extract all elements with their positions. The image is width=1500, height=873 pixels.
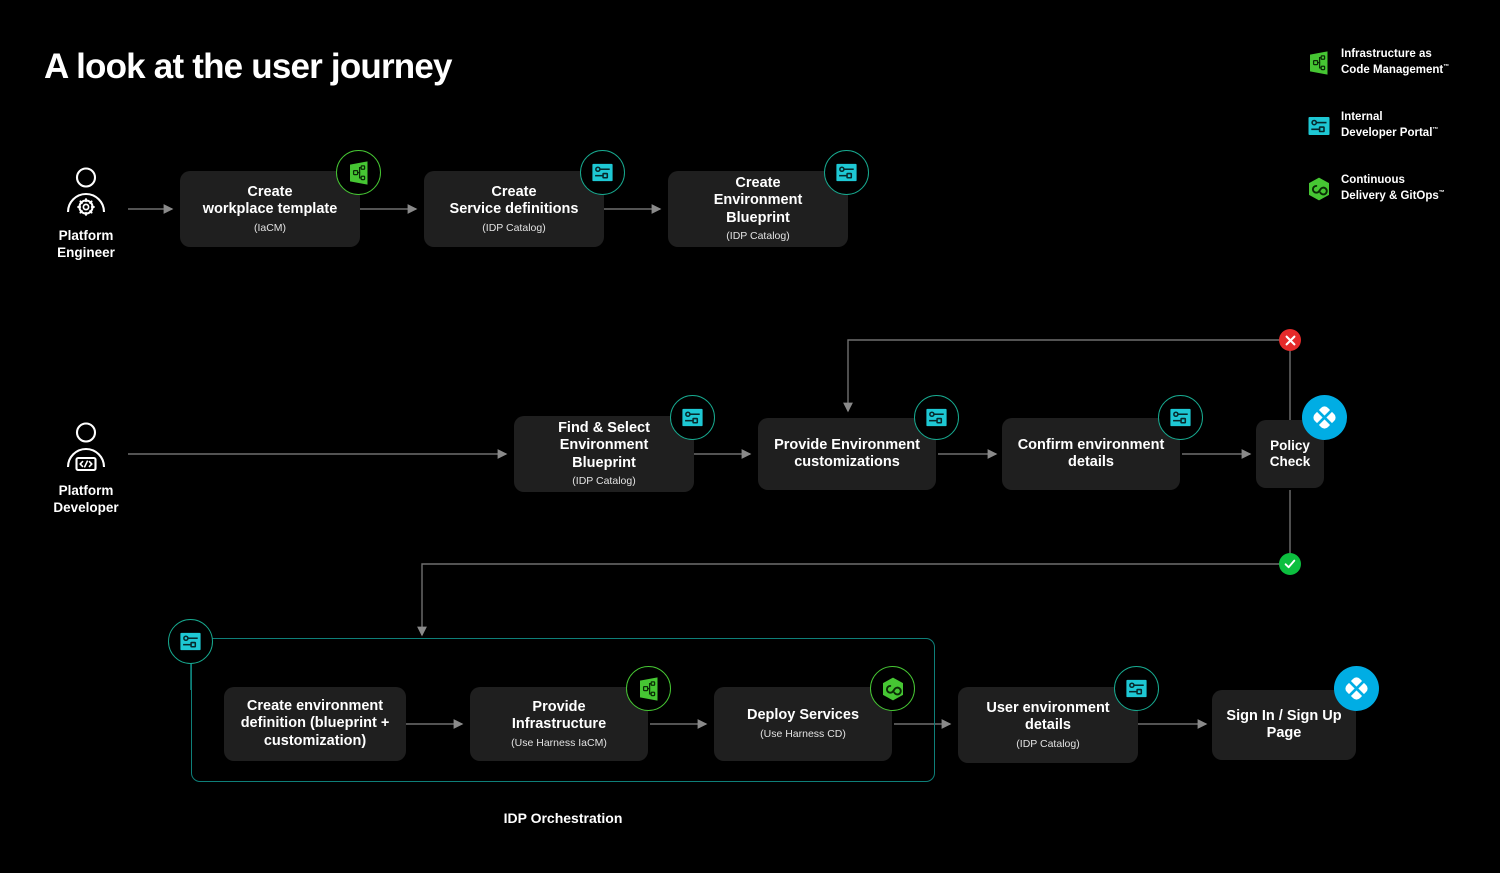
badge-cd bbox=[870, 666, 915, 711]
legend-label-line2: Code Management bbox=[1341, 64, 1444, 77]
legend-item-label: Infrastructure as Code Management™ bbox=[1341, 48, 1449, 78]
idp-icon bbox=[926, 408, 947, 427]
iacm-icon bbox=[639, 676, 657, 701]
trademark-mark: ™ bbox=[1443, 64, 1450, 71]
legend-item-cd: Continuous Delivery & GitOps™ bbox=[1306, 174, 1445, 204]
close-icon bbox=[1285, 335, 1295, 345]
idp-icon bbox=[1306, 113, 1332, 139]
badge-idp bbox=[670, 395, 715, 440]
idp-icon bbox=[592, 163, 613, 182]
badge-idp-orchestration bbox=[168, 619, 213, 664]
cd-icon bbox=[1306, 176, 1332, 202]
badge-idp bbox=[914, 395, 959, 440]
iacm-icon bbox=[1306, 50, 1332, 76]
cd-icon bbox=[882, 677, 903, 700]
legend-label-line1: Internal bbox=[1341, 111, 1383, 123]
card-subtitle: (IDP Catalog) bbox=[726, 230, 790, 243]
page-title: A look at the user journey bbox=[44, 47, 453, 86]
idp-orchestration-group bbox=[191, 638, 935, 782]
legend-item-idp: Internal Developer Portal™ bbox=[1306, 111, 1438, 141]
idp-icon bbox=[180, 632, 201, 651]
check-icon bbox=[1284, 559, 1296, 569]
person-code-icon bbox=[62, 421, 110, 473]
badge-policy bbox=[1302, 395, 1347, 440]
idp-icon bbox=[1126, 679, 1147, 698]
legend-item-iacm: Infrastructure as Code Management™ bbox=[1306, 48, 1449, 78]
badge-idp bbox=[1158, 395, 1203, 440]
legend-item-label: Internal Developer Portal™ bbox=[1341, 111, 1438, 141]
card-subtitle: (Use Harness CD) bbox=[760, 727, 846, 740]
card-title: Deploy Services bbox=[746, 707, 860, 724]
legend-label-line1: Continuous bbox=[1341, 174, 1405, 186]
legend-label-line2: Developer Portal bbox=[1341, 127, 1433, 140]
idp-icon bbox=[682, 408, 703, 427]
idp-orchestration-label: IDP Orchestration bbox=[503, 810, 623, 826]
legend-label-line1: Infrastructure as bbox=[1341, 48, 1432, 60]
card-deploy-services[interactable]: Deploy Services (Use Harness CD) bbox=[714, 687, 892, 761]
status-badge-fail bbox=[1279, 329, 1301, 351]
status-badge-pass bbox=[1279, 553, 1301, 575]
badge-idp bbox=[1114, 666, 1159, 711]
badge-iacm bbox=[626, 666, 671, 711]
card-subtitle: (IDP Catalog) bbox=[482, 221, 546, 234]
card-subtitle: (Use Harness IaCM) bbox=[511, 736, 607, 749]
badge-iacm bbox=[336, 150, 381, 195]
policy-icon bbox=[1345, 677, 1368, 700]
legend-label-line2: Delivery & GitOps bbox=[1341, 190, 1439, 203]
badge-idp bbox=[824, 150, 869, 195]
trademark-mark: ™ bbox=[1438, 190, 1445, 197]
card-subtitle: (IDP Catalog) bbox=[572, 475, 636, 488]
badge-idp bbox=[580, 150, 625, 195]
idp-icon bbox=[836, 163, 857, 182]
card-subtitle: (IaCM) bbox=[253, 221, 287, 234]
legend-item-label: Continuous Delivery & GitOps™ bbox=[1341, 174, 1445, 204]
idp-icon bbox=[1170, 408, 1191, 427]
badge-policy bbox=[1334, 666, 1379, 711]
policy-icon bbox=[1313, 406, 1336, 429]
iacm-icon bbox=[349, 160, 367, 185]
trademark-mark: ™ bbox=[1432, 127, 1439, 134]
person-gear-icon bbox=[62, 166, 110, 218]
card-subtitle: (IDP Catalog) bbox=[1016, 737, 1080, 750]
